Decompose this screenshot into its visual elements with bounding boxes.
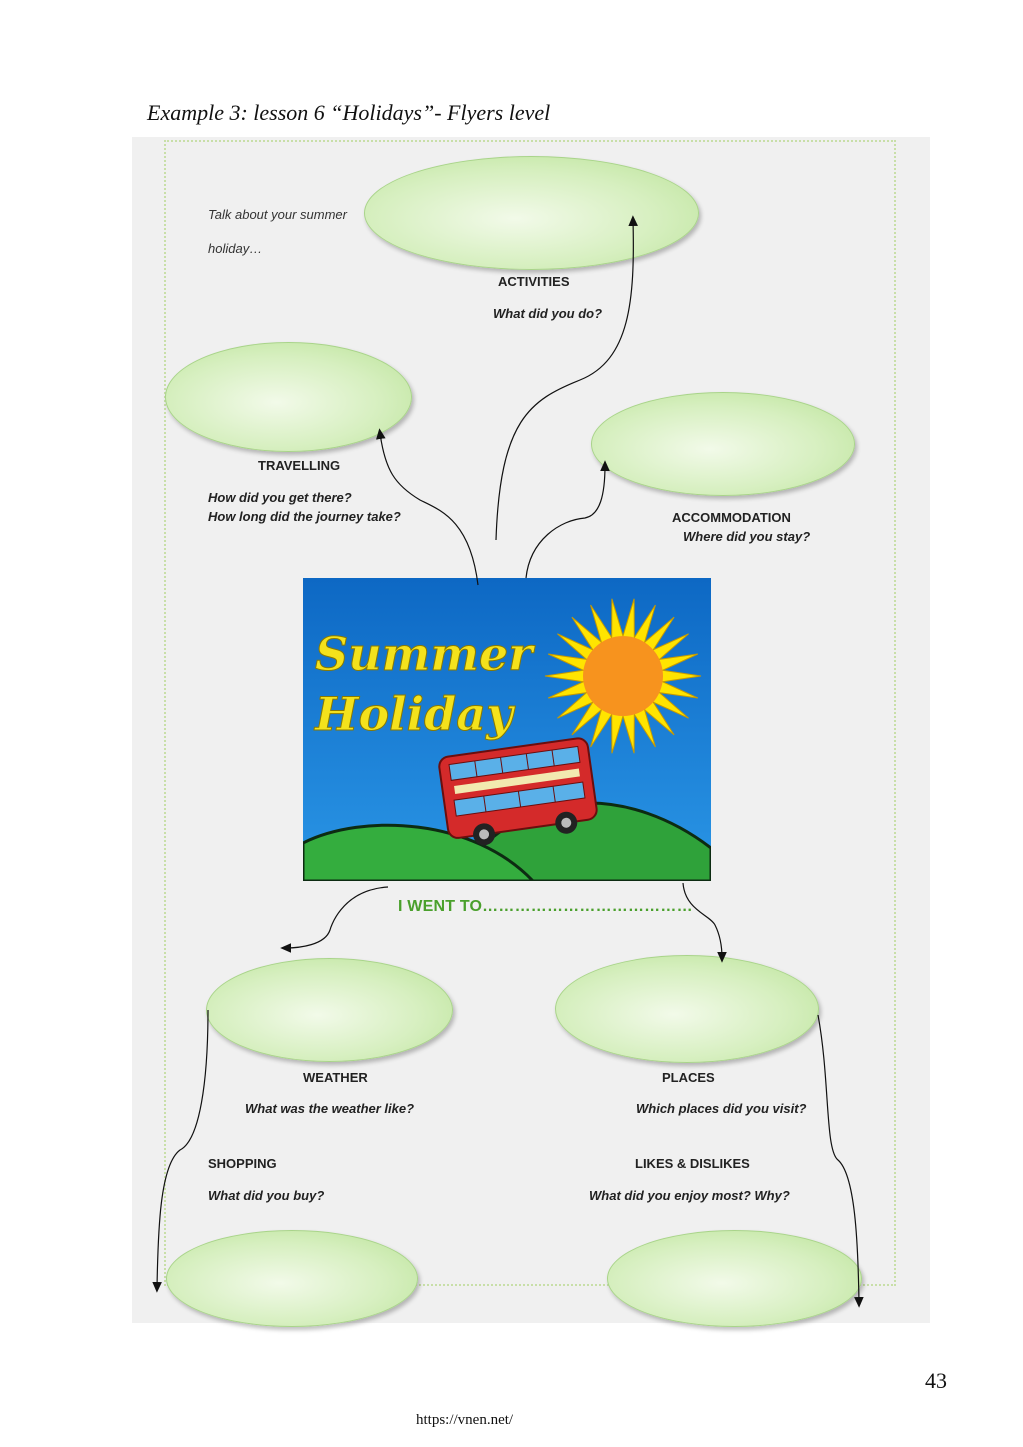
places-question: Which places did you visit?: [636, 1101, 807, 1116]
likes-label: LIKES & DISLIKES: [635, 1156, 750, 1171]
dotted-frame: [164, 140, 896, 1286]
travelling-question-1: How did you get there?: [208, 490, 352, 505]
weather-question: What was the weather like?: [245, 1101, 415, 1116]
accommodation-bubble[interactable]: [591, 392, 855, 496]
places-bubble[interactable]: [555, 955, 819, 1063]
picture-title-line-1: Summer: [315, 627, 536, 681]
arrow-travelling: [376, 428, 479, 586]
intro-line-2: holiday…: [208, 241, 263, 256]
likes-bubble[interactable]: [607, 1230, 862, 1327]
places-label: PLACES: [662, 1070, 715, 1085]
center-prompt: I WENT TO…………………………………: [398, 898, 693, 915]
arrow-shopping: [152, 1009, 209, 1293]
travelling-label: TRAVELLING: [258, 458, 341, 473]
sun-icon: [544, 598, 702, 754]
bus-icon: [438, 737, 598, 846]
picture-title-line-2: Holiday: [313, 687, 516, 741]
shopping-bubble[interactable]: [166, 1230, 418, 1327]
arrow-weather: [280, 886, 389, 953]
activities-bubble[interactable]: [364, 156, 699, 270]
weather-bubble[interactable]: [206, 958, 453, 1062]
accommodation-question: Where did you stay?: [683, 529, 811, 544]
intro-text: Talk about your summer holiday…: [208, 198, 347, 266]
travelling-bubble[interactable]: [165, 342, 412, 452]
likes-question: What did you enjoy most? Why?: [589, 1188, 790, 1203]
arrow-places: [682, 882, 727, 963]
shopping-label: SHOPPING: [208, 1156, 277, 1171]
activities-label: ACTIVITIES: [498, 274, 570, 289]
intro-line-1: Talk about your summer: [208, 207, 347, 222]
arrow-accommodation: [525, 460, 610, 579]
hill-front: [303, 823, 536, 881]
arrow-likes: [817, 1014, 864, 1308]
activities-question: What did you do?: [493, 306, 603, 321]
accommodation-label: ACCOMMODATION: [672, 510, 791, 525]
arrow-activities: [495, 215, 638, 541]
page-number: 43: [925, 1368, 947, 1393]
weather-label: WEATHER: [303, 1070, 368, 1085]
page-heading: Example 3: lesson 6 “Holidays”- Flyers l…: [147, 100, 551, 125]
summer-holiday-picture: Summer Holiday: [303, 578, 711, 881]
footer-url[interactable]: https://vnen.net/: [416, 1412, 514, 1428]
travelling-question-2: How long did the journey take?: [208, 509, 401, 524]
shopping-question: What did you buy?: [208, 1188, 325, 1203]
